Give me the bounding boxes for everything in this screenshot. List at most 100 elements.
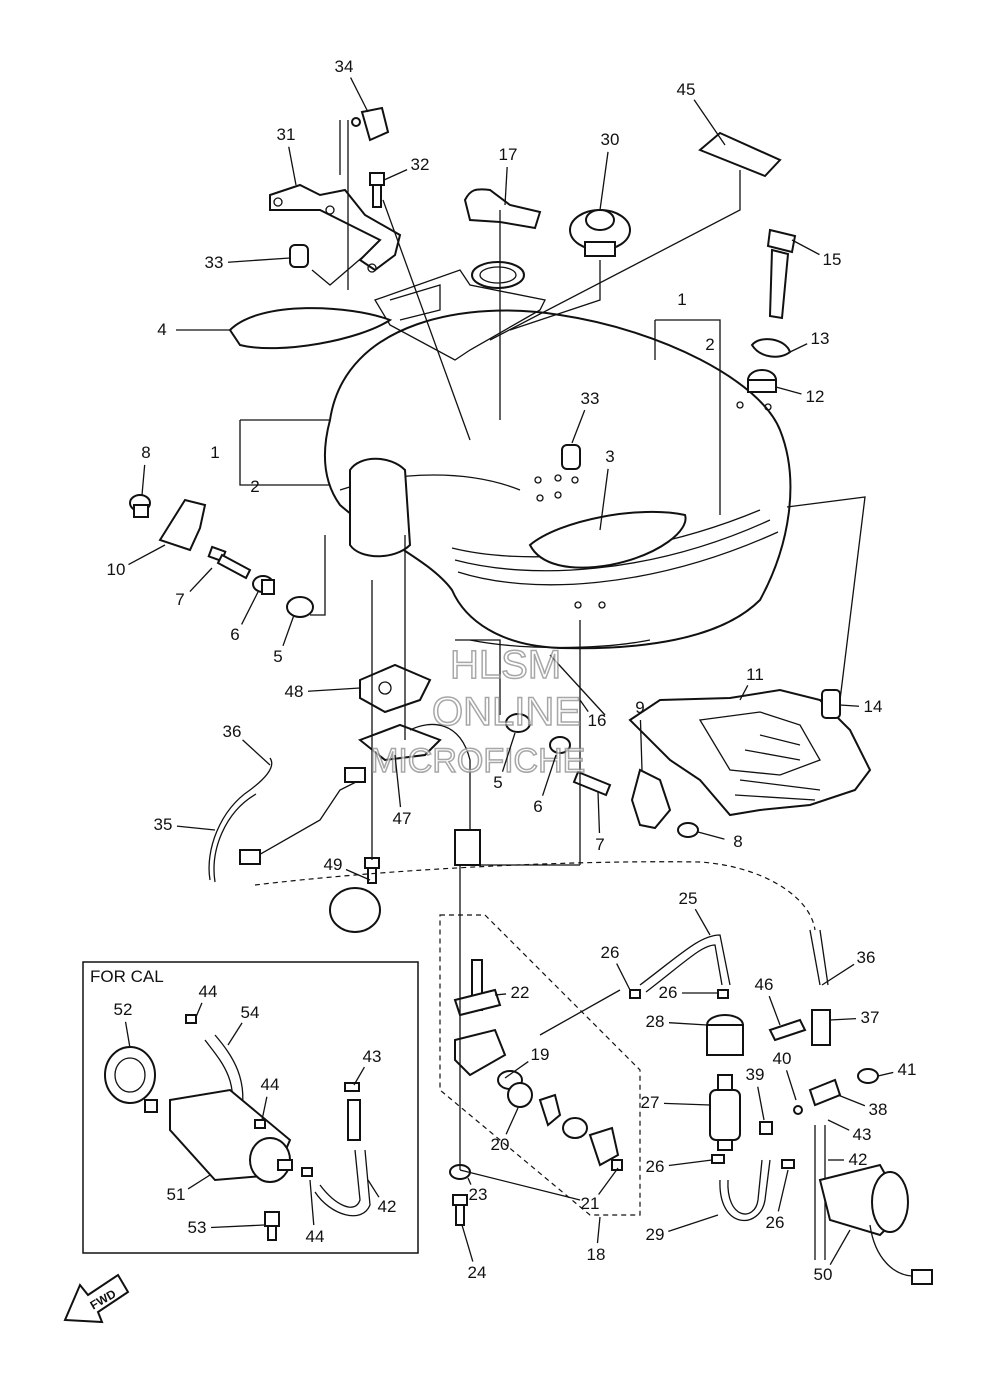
callout-leader-18	[596, 1216, 601, 1244]
callout-leader-11	[739, 684, 749, 701]
callout-25: 25	[679, 889, 698, 908]
callout-leader-44	[261, 1096, 268, 1121]
callout-leader-8	[141, 464, 146, 496]
callout-leader-20	[505, 1107, 519, 1135]
callout-leader-47	[394, 754, 402, 808]
callout-leader-6	[241, 591, 259, 625]
callout-28: 28	[646, 1012, 665, 1031]
callout-40: 40	[773, 1049, 792, 1068]
callout-leader-44	[195, 1002, 203, 1018]
callout-35: 35	[154, 815, 173, 834]
callout-leader-27	[663, 1102, 711, 1106]
callout-11: 11	[746, 665, 764, 684]
nut-part-41	[857, 1068, 879, 1084]
callout-31: 31	[277, 125, 296, 144]
callout-52: 52	[114, 1000, 133, 1019]
callout-leader-26	[777, 1169, 789, 1212]
emblem-plate-part-4	[228, 307, 393, 350]
callout-leader-17	[504, 166, 508, 206]
callout-leader-42	[367, 1179, 380, 1198]
callout-33: 33	[581, 389, 600, 408]
fuel-cap-part-30	[569, 209, 631, 257]
callout-leader-14	[839, 704, 860, 707]
damper-part-5-right	[505, 713, 531, 733]
fuel-filter-part-27	[709, 1074, 741, 1151]
callout-54: 54	[241, 1003, 260, 1022]
callout-45: 45	[677, 80, 696, 99]
nut-part-8-left	[129, 494, 151, 518]
fuel-sender-part-47	[358, 723, 481, 866]
callout-23: 23	[469, 1185, 488, 1204]
callout-1: 1	[210, 443, 219, 462]
callout-50: 50	[814, 1265, 833, 1284]
bracket-part-10	[158, 498, 207, 552]
bracket-part-31	[269, 183, 402, 273]
callout-leader-7	[597, 791, 601, 834]
callout-21: 21	[581, 1194, 600, 1213]
callout-42: 42	[378, 1197, 397, 1216]
callout-29: 29	[646, 1225, 665, 1244]
hose-part-36-right	[809, 929, 829, 986]
callout-leader-9	[639, 719, 643, 771]
wire-harness-part-35	[208, 757, 366, 883]
callout-leader-33	[227, 257, 291, 263]
callout-2: 2	[705, 335, 714, 354]
callout-41: 41	[898, 1060, 917, 1079]
callout-43: 43	[363, 1047, 382, 1066]
callout-39: 39	[746, 1065, 765, 1084]
cover-part-11	[628, 688, 872, 817]
callout-37: 37	[861, 1008, 880, 1027]
callout-6: 6	[230, 625, 239, 644]
callout-49: 49	[324, 855, 343, 874]
fuel-pump-part-50	[818, 1163, 933, 1285]
callout-leader-49	[345, 868, 371, 881]
callout-47: 47	[393, 809, 412, 828]
callout-38: 38	[869, 1100, 888, 1119]
callout-7: 7	[595, 835, 604, 854]
bolt-part-32	[369, 172, 385, 208]
fuel-tank	[323, 261, 792, 650]
callout-8: 8	[141, 443, 150, 462]
float-part-47-bottom	[329, 887, 381, 933]
callout-leader-10	[128, 544, 166, 566]
callout-19: 19	[531, 1045, 550, 1064]
joint-part-37	[811, 1009, 831, 1046]
callout-36: 36	[857, 948, 876, 967]
collar-part-14	[821, 689, 841, 719]
callout-leader-5	[282, 614, 295, 647]
collar-part-6-left	[252, 575, 275, 595]
callout-17: 17	[499, 145, 518, 164]
callout-leader-52	[124, 1021, 131, 1049]
gasket-part-48	[359, 663, 432, 714]
grommet-part-33	[561, 444, 581, 470]
callout-leader-35	[176, 825, 216, 831]
callout-leader-41	[877, 1071, 894, 1077]
watermark: HLSM ONLINE MICROFICHE	[369, 642, 586, 781]
callout-leader-45	[693, 99, 726, 146]
callout-leader-43	[353, 1066, 365, 1086]
bolt-part-39	[759, 1121, 773, 1135]
connector-part-46	[768, 1018, 807, 1042]
callout-6: 6	[533, 797, 542, 816]
callout-48: 48	[285, 682, 304, 701]
callout-leader-3	[599, 468, 609, 531]
callout-1: 1	[677, 290, 686, 309]
callout-26: 26	[601, 943, 620, 962]
callout-leader-50	[829, 1229, 851, 1266]
bolt-part-49	[364, 857, 380, 884]
callout-leader-44	[309, 1179, 315, 1226]
callout-51: 51	[167, 1185, 186, 1204]
bolt-part-15	[766, 228, 797, 320]
guide-lines	[239, 120, 866, 1201]
callout-8: 8	[733, 832, 742, 851]
callout-leader-46	[768, 995, 781, 1026]
callout-leader-32	[383, 169, 408, 181]
callout-leader-53	[210, 1224, 265, 1229]
callout-24: 24	[468, 1263, 487, 1282]
callout-leader-22	[494, 993, 507, 996]
callout-leader-15	[791, 239, 820, 256]
callout-20: 20	[491, 1135, 510, 1154]
callout-27: 27	[641, 1093, 660, 1112]
callout-13: 13	[811, 329, 830, 348]
